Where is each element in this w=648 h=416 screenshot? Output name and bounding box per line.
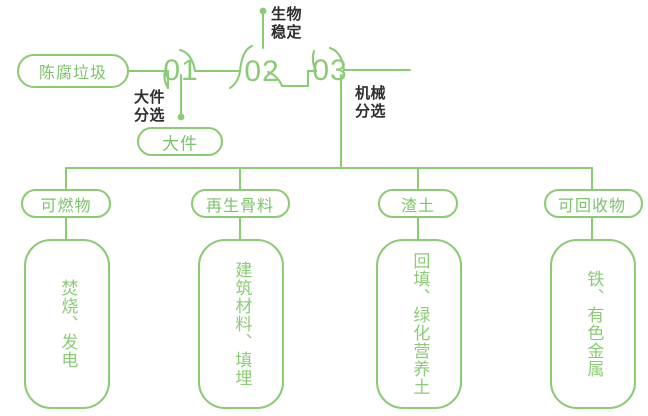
result-box-label-2: 建筑材料、填埋	[232, 261, 252, 387]
stage-annotation-03: 机械 分选	[355, 85, 387, 120]
result-box-label-3: 回填、绿化营养土	[410, 252, 430, 396]
branch-pill-label-1: 可燃物	[40, 198, 92, 215]
result-box-outline-1	[23, 238, 111, 410]
result-box-label-1: 焚烧、发电	[58, 279, 78, 369]
stage-number-01: 01	[163, 54, 199, 87]
stage-annotation-02: 生物 稳定	[271, 6, 303, 41]
node-01-arc-top-right	[178, 48, 197, 73]
branch-pill-outline-4	[543, 188, 644, 219]
branch-pill-label-2: 再生骨料	[205, 198, 275, 215]
node-02-arc-bottom-left	[228, 69, 242, 90]
bio-branch-dot	[259, 7, 267, 15]
bulky-pill-outline	[136, 126, 224, 157]
stage-number-03: 03	[312, 54, 348, 87]
node-03-arc-left	[311, 49, 318, 73]
stage-annotation-01: 大件 分选	[134, 89, 166, 124]
result-box-outline-3	[375, 238, 463, 410]
connector-02-to-03	[280, 69, 318, 88]
bulky-branch-dot	[177, 113, 185, 121]
result-box-outline-4	[549, 238, 637, 410]
stage-number-02: 02	[244, 55, 280, 88]
node-03-arc-top-right	[328, 46, 346, 72]
result-box-label-4: 铁、有色金属	[584, 270, 604, 378]
branch-pill-label-4: 可回收物	[557, 198, 627, 215]
node-01-arc-left	[163, 66, 170, 90]
node-02-arc-right	[266, 70, 284, 88]
bulky-output-pill-label: 大件	[162, 134, 198, 154]
branch-pill-label-3: 渣土	[400, 198, 436, 215]
node-02-arc-top-left	[238, 44, 254, 73]
source-node-label: 陈腐垃圾	[38, 65, 108, 82]
connector-source-to-01	[126, 69, 170, 90]
result-box-outline-2	[197, 238, 285, 410]
